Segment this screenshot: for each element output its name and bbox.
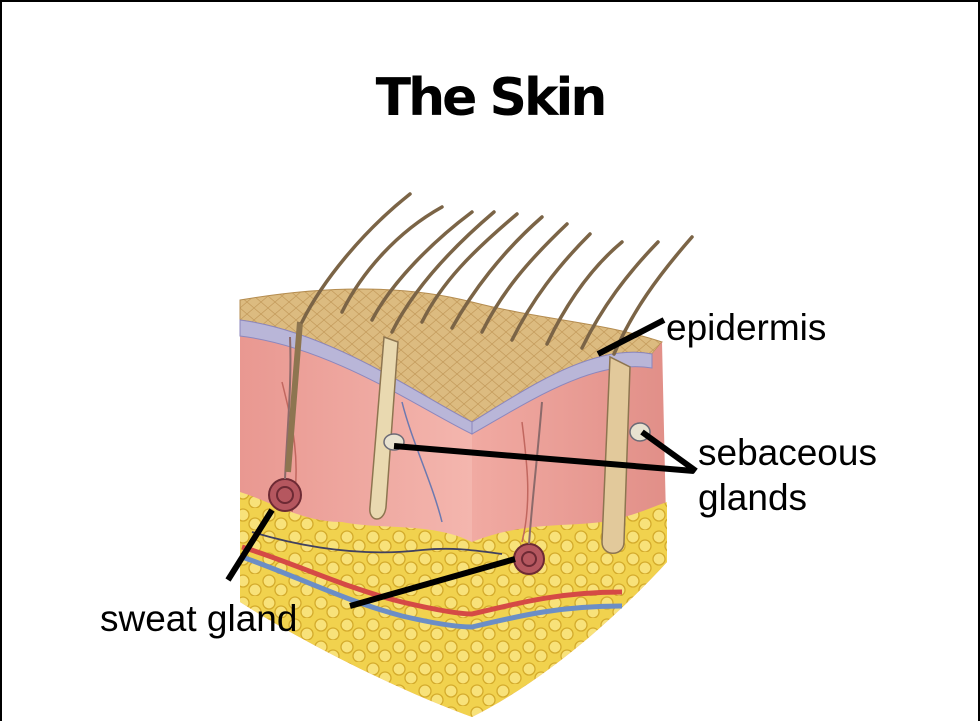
sweat-gland-coil-right — [514, 544, 544, 574]
label-sebaceous-line-1: sebaceous — [698, 432, 877, 473]
label-sebaceous-line-2: glands — [698, 477, 807, 518]
sweat-gland-coil-left — [269, 479, 301, 511]
label-epidermis: epidermis — [666, 307, 826, 348]
label-sweat-gland: sweat gland — [100, 598, 297, 639]
fat-lobule-bottom — [407, 620, 507, 704]
